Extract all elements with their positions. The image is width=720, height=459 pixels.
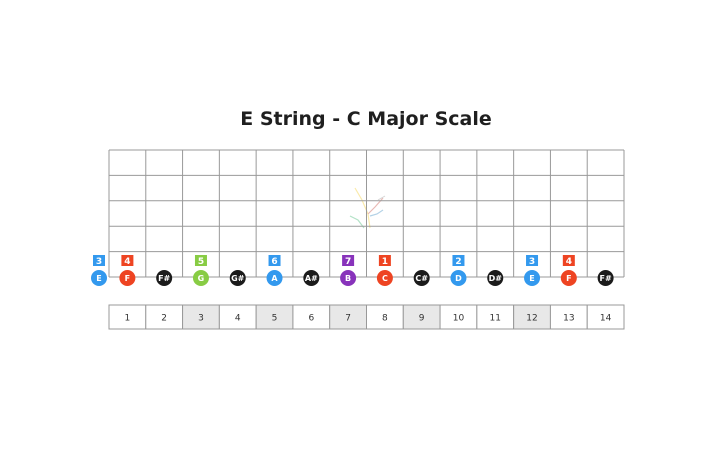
note-name-label: F (125, 274, 130, 283)
degree-label: 5 (198, 257, 204, 267)
degree-badge (121, 255, 134, 266)
logo-watermark (349, 187, 386, 229)
fret-number-10: 10 (453, 314, 465, 324)
note-name-label: F# (158, 274, 170, 283)
note-circle (192, 270, 209, 286)
degree-label: 4 (566, 257, 572, 267)
note-name-label: D (455, 274, 462, 283)
fret-number-cell (292, 304, 331, 330)
note-circle (560, 270, 577, 286)
fret-number-12: 12 (526, 314, 537, 324)
fret-number-5: 5 (272, 314, 278, 324)
degree-badge (526, 255, 539, 266)
fret-number-cell (476, 304, 515, 330)
note-C-sharp-fret-9: C# (413, 270, 430, 286)
note-F-sharp-fret-14: F# (597, 270, 614, 286)
note-name-label: G (198, 274, 205, 283)
note-circle (450, 270, 467, 286)
note-circle (91, 270, 107, 286)
note-circle (303, 270, 320, 286)
fret-number-cell-marker (513, 304, 551, 330)
note-name-label: E (529, 274, 534, 283)
fret-number-7: 7 (345, 314, 351, 324)
note-G-fret-3: G5 (192, 255, 209, 286)
degree-badge (562, 255, 575, 266)
degree-badge (268, 255, 281, 266)
note-E-fret-0: E3 (91, 255, 107, 286)
fret-number-13: 13 (563, 314, 574, 324)
degree-label: 2 (455, 257, 461, 267)
degree-badge (194, 255, 207, 266)
note-F-sharp-fret-2: F# (156, 270, 173, 286)
note-name-label: A# (305, 274, 318, 283)
note-G-sharp-fret-4: G# (229, 270, 246, 286)
degree-label: 3 (96, 257, 102, 267)
fret-number-4: 4 (235, 314, 241, 324)
note-circle (156, 270, 173, 286)
fret-number-1: 1 (125, 314, 131, 324)
note-name-label: B (345, 274, 351, 283)
note-D-sharp-fret-11: D# (487, 270, 504, 286)
fret-number-cell (218, 304, 257, 330)
note-E-fret-12: E3 (524, 255, 541, 286)
note-circle (376, 270, 393, 286)
fret-number-9: 9 (419, 314, 425, 324)
degree-label: 6 (271, 257, 277, 267)
degree-badge (378, 255, 391, 266)
fret-number-cell (549, 304, 588, 330)
note-name-label: G# (231, 274, 245, 283)
fretboard-grid (108, 149, 625, 278)
degree-badge (342, 255, 355, 266)
note-B-fret-7: B7 (340, 255, 357, 286)
note-circle (487, 270, 504, 286)
fret-number-3: 3 (198, 314, 204, 324)
note-name-label: F# (600, 274, 612, 283)
diagram-title: E String - C Major Scale (240, 108, 492, 130)
note-A-fret-5: A6 (266, 255, 283, 286)
degree-label: 1 (382, 257, 388, 267)
note-circle (266, 270, 283, 286)
fret-number-cell-marker (255, 304, 294, 330)
note-C-fret-8: C1 (376, 255, 393, 286)
note-name-label: E (96, 274, 101, 283)
note-circle (413, 270, 430, 286)
note-F-fret-13: F4 (560, 255, 577, 286)
fret-number-cell (586, 304, 625, 330)
note-name-label: C (382, 274, 388, 283)
note-name-label: C# (415, 274, 428, 283)
degree-badge (452, 255, 465, 266)
fret-number-8: 8 (382, 314, 388, 324)
fret-number-cell (439, 304, 478, 330)
note-circle (597, 270, 614, 286)
note-name-label: F (566, 274, 571, 283)
fret-number-cell-marker (402, 304, 441, 330)
degree-label: 3 (529, 257, 535, 267)
note-circle (119, 270, 136, 286)
degree-badge (93, 255, 105, 266)
note-name-label: D# (489, 274, 503, 283)
fret-number-2: 2 (161, 314, 167, 324)
note-F-fret-1: F4 (119, 255, 136, 286)
fret-number-11: 11 (490, 314, 501, 324)
note-circle (524, 270, 541, 286)
fret-number-6: 6 (308, 314, 314, 324)
degree-label: 4 (124, 257, 130, 267)
fret-number-14: 14 (600, 314, 612, 324)
fret-number-cell (366, 304, 404, 330)
note-D-fret-10: D2 (450, 255, 467, 286)
note-A-sharp-fret-6: A# (303, 270, 320, 286)
note-circle (229, 270, 246, 286)
degree-label: 7 (345, 257, 351, 267)
note-circle (340, 270, 357, 286)
note-name-label: A (271, 274, 278, 283)
